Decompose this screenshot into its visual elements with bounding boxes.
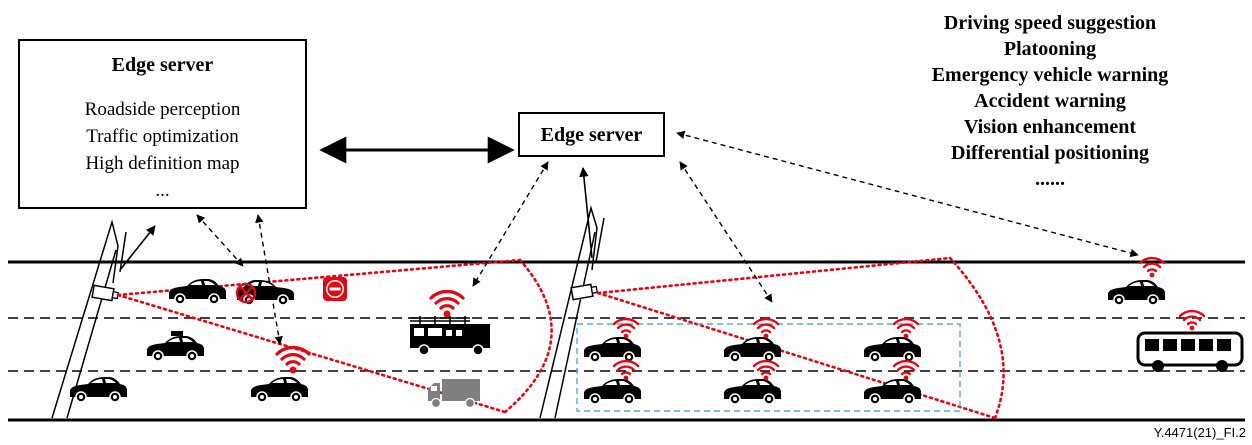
taxi-icon bbox=[146, 331, 205, 362]
car-icon bbox=[723, 336, 782, 363]
fire-truck-icon bbox=[410, 316, 490, 356]
camera-pole-right bbox=[539, 205, 605, 419]
wifi-signal-icon bbox=[275, 345, 311, 376]
service-item: Accident warning bbox=[974, 90, 1126, 112]
wifi-signal-icon bbox=[1178, 309, 1206, 332]
edge-server-main-functions: Roadside perception Traffic optimization… bbox=[20, 96, 305, 204]
camera-uplink-arrow bbox=[119, 225, 156, 271]
car-icon bbox=[168, 278, 227, 305]
car-icon bbox=[863, 378, 922, 405]
car-icon bbox=[583, 378, 642, 405]
car-icon bbox=[250, 376, 309, 403]
service-item: Driving speed suggestion bbox=[943, 12, 1157, 34]
edge-server-main-title: Edge server bbox=[111, 54, 214, 76]
service-item: Platooning bbox=[1003, 38, 1097, 60]
truck-icon bbox=[428, 379, 480, 409]
car-icon bbox=[1107, 279, 1166, 306]
function-item: ... bbox=[155, 180, 170, 201]
communication-arrows bbox=[196, 130, 1139, 345]
car-icon bbox=[723, 378, 782, 405]
function-item: Traffic optimization bbox=[86, 126, 239, 147]
service-item: Emergency vehicle warning bbox=[931, 64, 1169, 86]
wifi-signal-icon bbox=[429, 289, 465, 320]
camera-uplink-arrow bbox=[579, 167, 593, 259]
edge-server-main-box: Edge server Roadside perception Traffic … bbox=[18, 39, 307, 209]
function-item: High definition map bbox=[85, 153, 240, 174]
car-icon bbox=[863, 336, 922, 363]
bus-icon bbox=[1136, 331, 1244, 372]
edge-server-secondary-box: Edge server bbox=[518, 112, 665, 157]
wifi-signal-icon bbox=[612, 317, 640, 340]
edge-server-secondary-title: Edge server bbox=[540, 124, 643, 146]
camera-icon bbox=[570, 283, 599, 301]
car-icon bbox=[583, 336, 642, 363]
wifi-signal-icon bbox=[752, 317, 780, 340]
wifi-signal-icon bbox=[892, 317, 920, 340]
function-item: Roadside perception bbox=[84, 99, 241, 120]
crash-icon bbox=[235, 282, 257, 304]
camera-icon bbox=[91, 284, 120, 302]
no-entry-icon bbox=[323, 277, 347, 301]
figure-id: Y.4471(21)_FI.2 bbox=[1153, 425, 1246, 440]
